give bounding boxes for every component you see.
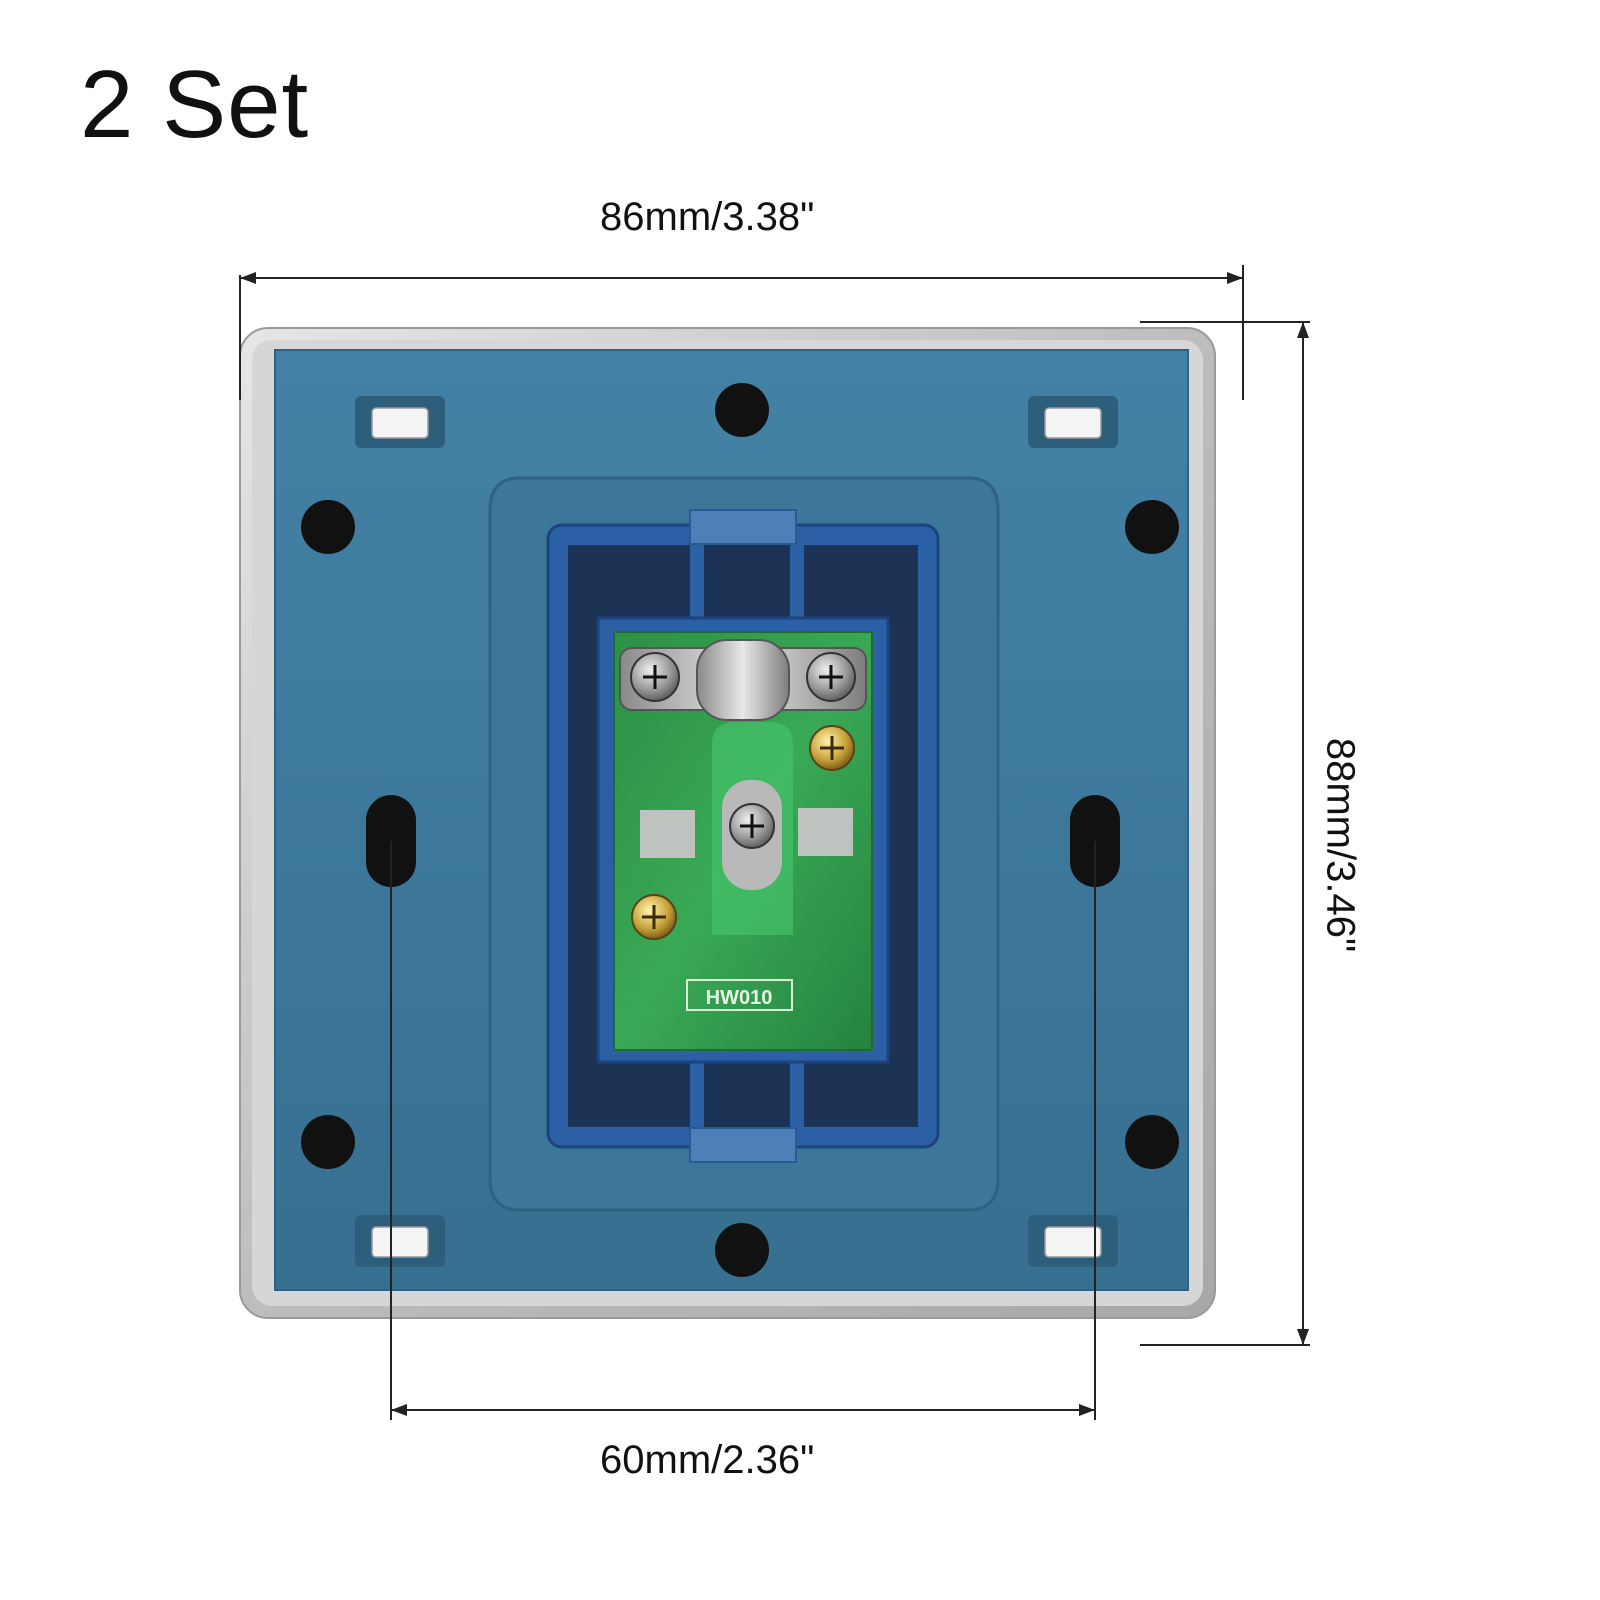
clip-bottom-left <box>355 1215 445 1267</box>
width-dimension-label: 86mm/3.38" <box>600 195 815 239</box>
hole-spacing-dimension-label: 60mm/2.36" <box>600 1438 815 1482</box>
hole-top-center <box>715 383 769 437</box>
title: 2 Set <box>80 51 310 158</box>
pcb-label: HW010 <box>706 987 773 1009</box>
pcb-label-box <box>686 979 793 1011</box>
clip-top-left <box>355 396 445 448</box>
clip-top-right <box>1028 396 1118 448</box>
dimension-hole-spacing <box>390 841 1096 1420</box>
hole-right-lower <box>1125 1115 1179 1169</box>
height-dimension-label: 88mm/3.46" <box>1318 737 1363 953</box>
cable-clamp <box>619 639 867 721</box>
dimension-width <box>239 265 1244 400</box>
clip-bottom-right <box>1028 1215 1118 1267</box>
hole-left-upper <box>301 500 355 554</box>
hole-left-lower <box>301 1115 355 1169</box>
hole-bottom-center <box>715 1223 769 1277</box>
hole-right-upper <box>1125 500 1179 554</box>
dimension-height <box>1140 321 1310 1346</box>
